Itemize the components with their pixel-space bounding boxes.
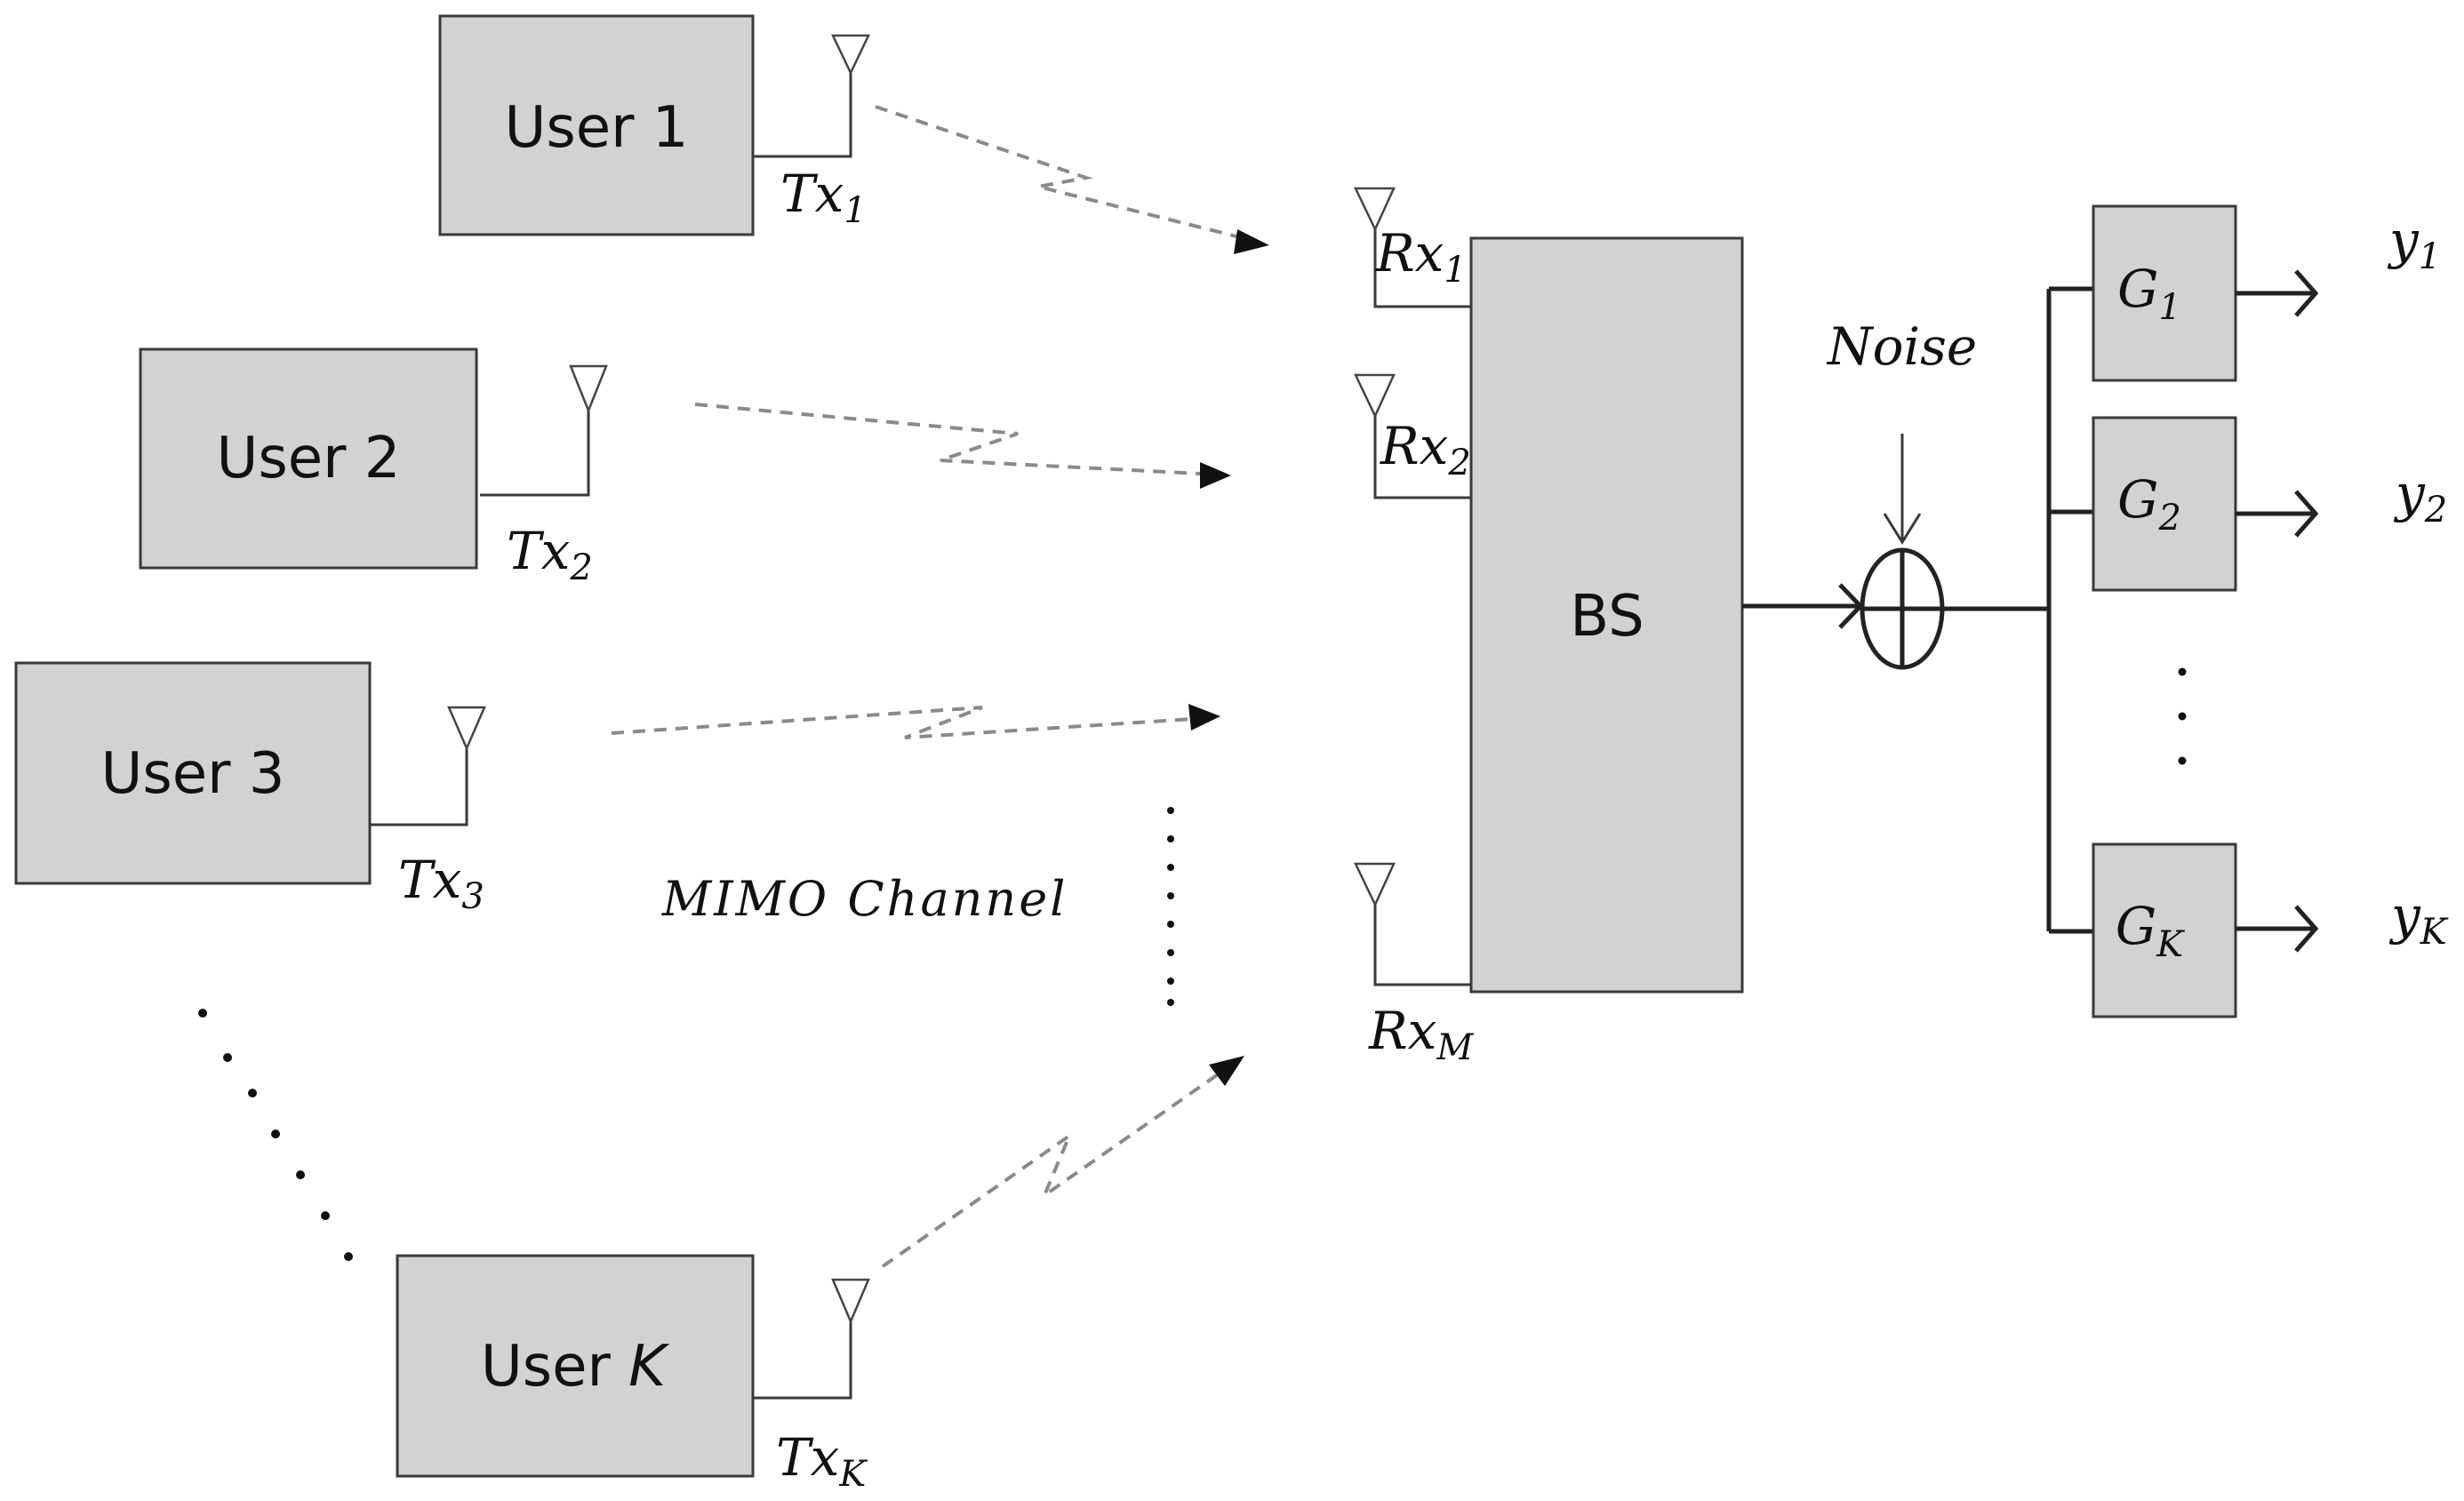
noise-input-arrow [1883,513,1922,545]
users-ellipsis [198,1009,353,1261]
yk-arrow [2294,905,2319,953]
link-1-arrowhead [1234,229,1269,254]
tx-2-label: Tx2 [507,521,593,588]
rx-m: RxM [1354,862,1474,1068]
tx-1-antenna-icon [831,34,870,76]
g2-box [2092,416,2237,592]
rx-m-feed [1373,905,1471,986]
user-1-block: User 1 Tx1 [438,14,870,236]
rx-1-label: Rx1 [1375,223,1467,291]
y2-label: y2 [2393,463,2447,531]
rx-2-label: Rx2 [1380,416,1471,483]
tx-3-antenna-icon [447,706,486,752]
mimo-channel-label: MIMO Channel [661,871,1068,927]
tx-3-feed [370,748,468,826]
y1-label: y1 [2387,210,2441,277]
output-y2: y2 [2236,463,2447,538]
user-3-label: User 3 [101,741,285,807]
link-2-arrowhead [1200,462,1231,489]
g1-label: G1 [2117,259,2181,328]
user-3-block: User 3 Tx3 [14,661,486,917]
user-1-label: User 1 [505,95,689,161]
link-3-arrowhead [1188,704,1220,731]
rx-2-feed [1373,416,1471,499]
bs-box [1469,236,1744,994]
rx-1-feed [1373,229,1471,308]
rx-m-antenna-icon [1354,862,1396,907]
tx-3-label: Tx3 [398,850,484,917]
yk-label: yK [2388,885,2449,953]
tx-1-label: Tx1 [780,164,867,231]
link-2 [694,403,1219,476]
tx-2-feed [480,411,590,497]
user-3-box [14,661,372,885]
link-1 [875,105,1259,244]
tx-k-feed [753,1321,852,1400]
tx-1-feed [753,73,852,158]
filter-g1: G1 [2092,204,2237,382]
g2-label: G2 [2117,469,2181,539]
link-3 [611,706,1207,739]
user-2-label: User 2 [217,426,401,491]
noise-adder [1860,547,1945,670]
tx-k-antenna-icon [831,1278,870,1325]
user-k-label: User K [481,1334,670,1400]
user-2-block: User 2 Tx2 [139,347,608,588]
rx-m-label: RxM [1368,1001,1474,1068]
gk-box [2092,842,2237,1018]
link-k-arrowhead [1209,1056,1244,1086]
gk-label: GK [2116,896,2185,965]
channel-ellipsis [1167,807,1174,1006]
user-1-box [438,14,755,236]
g1-box [2092,204,2237,382]
rx-2: Rx2 [1354,373,1471,499]
bs-label: BS [1570,584,1644,650]
filters-ellipsis [2178,667,2187,765]
output-yk: yK [2236,885,2449,953]
link-k [881,1065,1231,1268]
user-k-box [396,1254,755,1478]
user-k-block: User K TxK [396,1254,870,1495]
tx-k-label: TxK [776,1427,868,1495]
y2-arrow [2294,490,2319,538]
output-y1: y1 [2236,210,2441,317]
tx-2-antenna-icon [569,364,608,414]
noise-label: Noise [1826,316,1977,377]
rx-2-antenna-icon [1354,373,1396,419]
wireless-links [611,105,1269,1268]
user-2-box [139,347,478,570]
rx-1-antenna-icon [1354,187,1396,232]
rx-1: Rx1 [1354,187,1471,308]
filter-g2: G2 [2092,416,2237,592]
y1-arrow [2294,269,2319,317]
filter-gk: GK [2092,842,2237,1018]
